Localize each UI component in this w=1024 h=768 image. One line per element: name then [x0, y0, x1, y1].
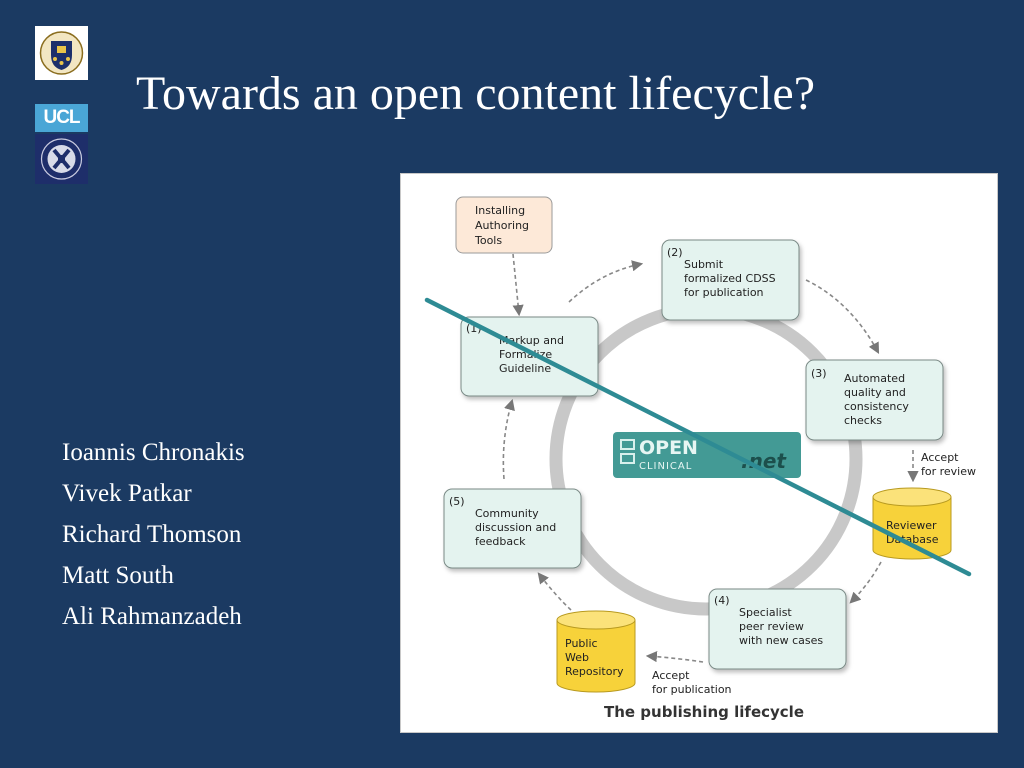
svg-text:for publication: for publication: [684, 286, 764, 299]
arrow-markup-to-submit: [568, 260, 644, 303]
svg-text:Community: Community: [475, 507, 539, 520]
arrow-specialist-to-public: [645, 651, 704, 663]
node-installing-tools: Installing Authoring Tools: [455, 196, 553, 254]
arrow-community-to-markup: [502, 398, 515, 480]
accept-publication-label: for publication: [652, 683, 732, 696]
logo-clinical-text: CLINICAL: [639, 461, 692, 472]
diagram-caption: The publishing lifecycle: [604, 703, 804, 721]
node-submit-cdss: (2) Submit formalized CDSS for publicati…: [661, 239, 800, 321]
slide-title: Towards an open content lifecycle?: [136, 67, 816, 120]
arrow-tools-to-markup: [512, 253, 524, 317]
svg-text:(2): (2): [667, 246, 683, 259]
svg-text:Guideline: Guideline: [499, 362, 551, 375]
lifecycle-figure: OPEN CLINICAL .net Installing Authoring …: [400, 173, 998, 733]
node-specialist-review: (4) Specialist peer review with new case…: [708, 588, 847, 670]
svg-text:Public: Public: [565, 637, 598, 650]
author-name: Matt South: [62, 562, 174, 589]
svg-text:feedback: feedback: [475, 535, 526, 548]
svg-text:Authoring: Authoring: [475, 219, 529, 232]
svg-text:Installing: Installing: [475, 204, 525, 217]
lifecycle-arrows: [502, 253, 919, 663]
svg-text:Submit: Submit: [684, 258, 724, 271]
arrow-submit-to-automated: [805, 279, 880, 354]
svg-text:Specialist: Specialist: [739, 606, 792, 619]
svg-text:discussion and: discussion and: [475, 521, 556, 534]
arrow-public-to-community: [537, 572, 572, 611]
author-name: Richard Thomson: [62, 521, 242, 548]
edinburgh-crest-logo: [35, 134, 88, 184]
svg-text:quality and: quality and: [844, 386, 906, 399]
logo-open-text: OPEN: [639, 437, 698, 459]
svg-text:Tools: Tools: [474, 234, 502, 247]
ucl-logo: UCL: [35, 104, 88, 132]
svg-text:(5): (5): [449, 495, 465, 508]
svg-text:checks: checks: [844, 414, 882, 427]
svg-text:Reviewer: Reviewer: [886, 519, 937, 532]
arrow-reviewer-to-specialist: [849, 561, 882, 604]
openclinical-logo: OPEN CLINICAL .net: [613, 432, 801, 478]
author-name: Ioannis Chronakis: [62, 439, 245, 466]
svg-text:Web: Web: [565, 651, 589, 664]
svg-text:Repository: Repository: [565, 665, 624, 678]
accept-publication-label: Accept: [652, 669, 690, 682]
author-list: Ioannis Chronakis Vivek Patkar Richard T…: [62, 432, 245, 637]
ucl-logo-text: UCL: [43, 107, 80, 128]
oxford-crest-logo: [35, 26, 88, 80]
svg-text:peer review: peer review: [739, 620, 804, 633]
public-repository-database: Public Web Repository: [556, 610, 636, 693]
svg-text:consistency: consistency: [844, 400, 909, 413]
strike-through-line: [424, 297, 972, 577]
reviewer-database: Reviewer Database: [872, 487, 952, 560]
accept-review-label: Accept: [921, 451, 959, 464]
svg-text:(4): (4): [714, 594, 730, 607]
node-community-feedback: (5) Community discussion and feedback: [443, 488, 582, 569]
svg-text:with new cases: with new cases: [739, 634, 823, 647]
author-name: Ali Rahmanzadeh: [62, 603, 242, 630]
lifecycle-diagram: OPEN CLINICAL .net Installing Authoring …: [424, 196, 976, 721]
svg-text:Automated: Automated: [844, 372, 905, 385]
author-name: Vivek Patkar: [62, 480, 192, 507]
accept-review-label: for review: [921, 465, 976, 478]
svg-text:(3): (3): [811, 367, 827, 380]
node-automated-checks: (3) Automated quality and consistency ch…: [805, 359, 944, 441]
svg-text:formalized CDSS: formalized CDSS: [684, 272, 776, 285]
